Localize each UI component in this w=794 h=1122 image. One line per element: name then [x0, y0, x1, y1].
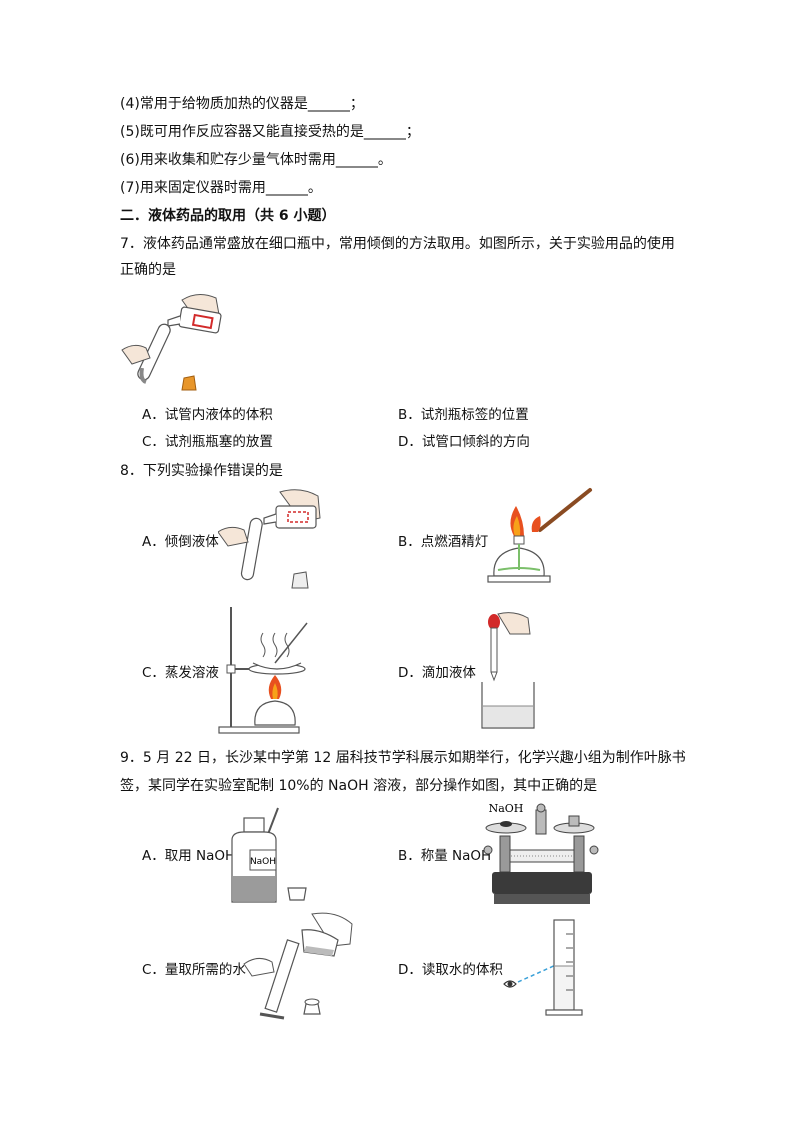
- q9-d-figure-read-volume: [500, 914, 590, 1018]
- q7-option-c[interactable]: C．试剂瓶瓶塞的放置: [142, 434, 273, 450]
- q9-option-d[interactable]: D．读取水的体积: [398, 962, 503, 978]
- q9-b-balance-label: NaOH: [489, 802, 524, 815]
- fill-line-6: (6)用来收集和贮存少量气体时需用______。: [120, 152, 392, 168]
- fill-line-4: (4)常用于给物质加热的仪器是______；: [120, 96, 364, 112]
- q8-option-b[interactable]: B．点燃酒精灯: [398, 534, 489, 550]
- q8-option-d[interactable]: D．滴加液体: [398, 665, 476, 681]
- q8-b-figure-alcohol-lamp: [484, 486, 594, 598]
- q9-a-figure-naoh-bottle: NaOH: [226, 806, 336, 906]
- q8-d-figure-dropper: [478, 608, 538, 730]
- q9-c-figure-pour-water: [240, 910, 360, 1022]
- q9-option-b[interactable]: B．称量 NaOH: [398, 848, 492, 864]
- fill-line-7: (7)用来固定仪器时需用______。: [120, 180, 322, 196]
- q8-c-figure-evaporation: [215, 603, 325, 737]
- fill-line-5: (5)既可用作反应容器又能直接受热的是______；: [120, 124, 420, 140]
- q7-option-d[interactable]: D．试管口倾斜的方向: [398, 434, 530, 450]
- q8-stem: 8．下列实验操作错误的是: [120, 463, 283, 479]
- q9-option-c[interactable]: C．量取所需的水: [142, 962, 246, 978]
- q8-option-a[interactable]: A．倾倒液体: [142, 534, 219, 550]
- q7-option-b[interactable]: B．试剂瓶标签的位置: [398, 407, 529, 423]
- q8-option-c[interactable]: C．蒸发溶液: [142, 665, 219, 681]
- q7-option-a[interactable]: A．试管内液体的体积: [142, 407, 273, 423]
- q9-option-a[interactable]: A．取用 NaOH: [142, 848, 236, 864]
- q9-a-bottle-label: NaOH: [250, 857, 276, 867]
- q9-b-figure-balance: NaOH: [482, 800, 602, 912]
- q8-a-figure-pour-liquid: [218, 488, 328, 592]
- q7-figure-pouring: [120, 290, 230, 396]
- section-title: 二．液体药品的取用（共 6 小题）: [120, 208, 336, 224]
- q7-stem-line1: 7．液体药品通常盛放在细口瓶中，常用倾倒的方法取用。如图所示，关于实验用品的使用: [120, 236, 675, 252]
- q9-stem-line1: 9．5 月 22 日，长沙某中学第 12 届科技节学科展示如期举行，化学兴趣小组…: [120, 750, 686, 766]
- q7-stem-line2: 正确的是: [120, 262, 176, 278]
- q9-stem-line2: 签，某同学在实验室配制 10%的 NaOH 溶液，部分操作如图，其中正确的是: [120, 778, 598, 794]
